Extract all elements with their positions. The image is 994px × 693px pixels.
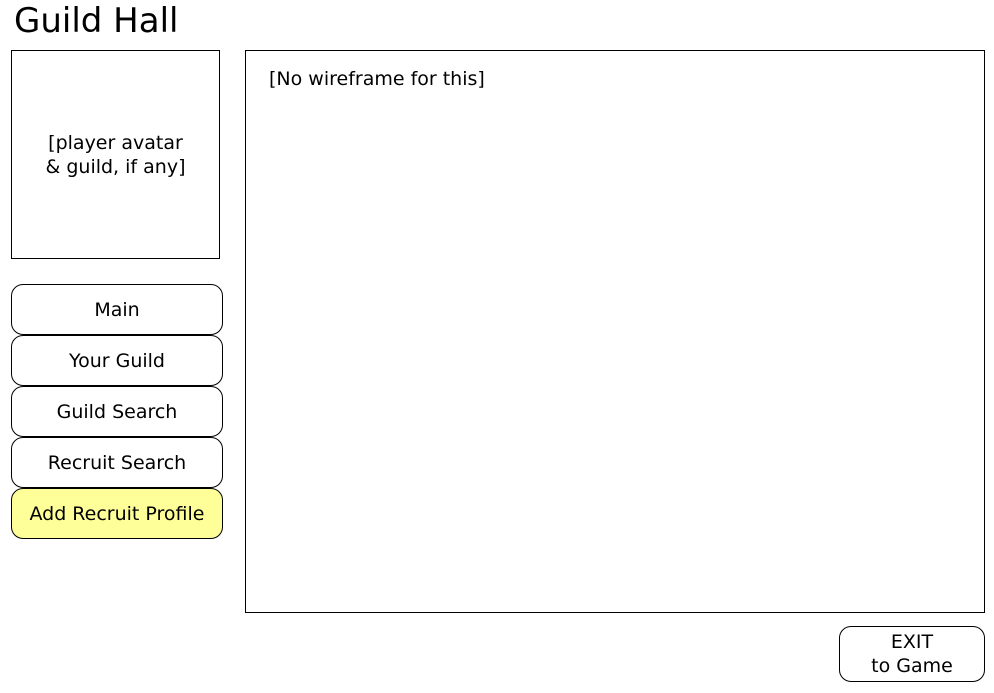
avatar-placeholder-text: [player avatar & guild, if any]: [45, 131, 186, 178]
exit-button-line2: to Game: [871, 655, 953, 677]
nav-button-add-recruit-profile[interactable]: Add Recruit Profile: [11, 488, 223, 539]
exit-button-line1: EXIT: [890, 631, 934, 653]
exit-to-game-button[interactable]: EXIT to Game: [839, 626, 985, 682]
nav-button-your-guild[interactable]: Your Guild: [11, 335, 223, 386]
nav-button-main[interactable]: Main: [11, 284, 223, 335]
main-content-panel: [No wireframe for this]: [245, 50, 985, 613]
content-placeholder-text: [No wireframe for this]: [269, 68, 485, 90]
page-title: Guild Hall: [14, 1, 179, 41]
nav-button-recruit-search[interactable]: Recruit Search: [11, 437, 223, 488]
player-avatar-panel: [player avatar & guild, if any]: [11, 50, 220, 259]
nav-button-guild-search[interactable]: Guild Search: [11, 386, 223, 437]
